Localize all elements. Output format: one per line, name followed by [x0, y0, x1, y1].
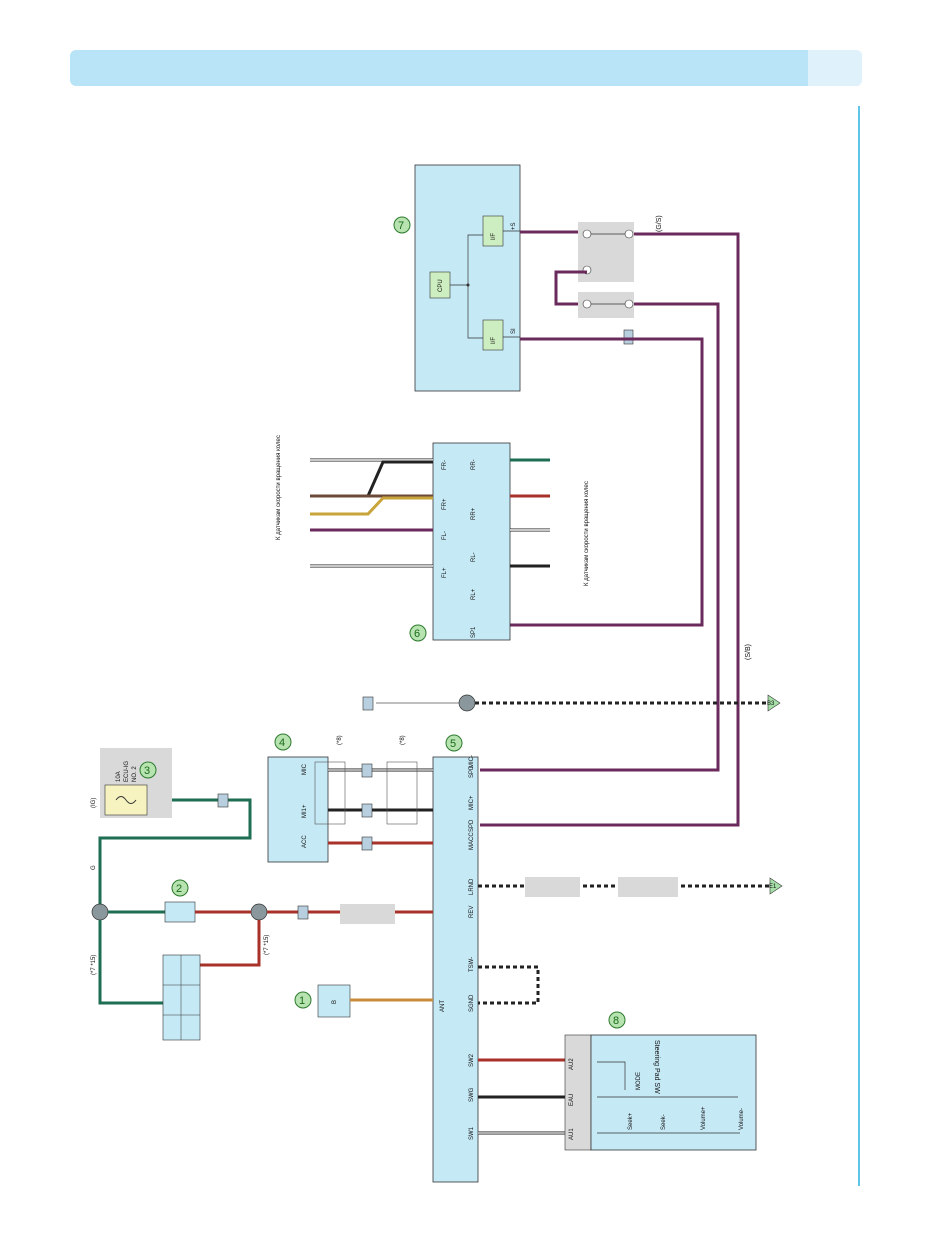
component-4-number: 4	[279, 737, 285, 749]
fuse-name: ECU-IG	[124, 761, 130, 782]
fuse-number: NO. 2	[132, 766, 138, 782]
connpin-eau: EAU	[569, 1094, 575, 1106]
steering-pad-title: Steering Pad SW	[653, 1040, 660, 1094]
pin-spd-2: SPD	[469, 765, 475, 778]
pin-mic-plus: MIC+	[469, 795, 475, 810]
pin-fl-plus: FL+	[442, 567, 448, 578]
component-4-box	[267, 756, 329, 863]
pin-fr-plus: FR+	[442, 498, 448, 510]
component-6-marker	[409, 624, 427, 642]
component-6-number: 6	[414, 628, 420, 640]
sensor-note-top: К датчикам скорости вращения колес	[276, 435, 282, 540]
component-2-number: 2	[176, 883, 182, 895]
pin-ant: ANT	[440, 1000, 446, 1012]
if-chip-bottom	[482, 319, 504, 351]
header-tab	[808, 50, 862, 86]
switch-volume-plus-label: Volume+	[701, 1106, 707, 1130]
splice-b3	[458, 694, 476, 712]
pin-sgnd: SGND	[469, 994, 475, 1012]
component-2-box	[164, 901, 196, 923]
pin-fl-minus: FL-	[442, 531, 448, 540]
pin-rr-minus: RR-	[471, 459, 477, 470]
connpin-au2: AU2	[569, 1058, 575, 1070]
pin-spd-1: SPD	[469, 819, 475, 832]
pin-tsw-minus: TSW-	[469, 957, 475, 972]
pin-plus-s: +S	[511, 222, 517, 230]
pin-mic-minus: MIC-	[469, 755, 475, 768]
component-7-marker	[393, 216, 411, 234]
pin-swg: SWG	[469, 1087, 475, 1102]
pin-rl-minus: RL-	[471, 552, 477, 562]
component-1-number: 1	[299, 995, 305, 1007]
label-g: G	[91, 865, 97, 870]
switch-volume-minus-label: Volume-	[739, 1108, 745, 1130]
pin-sw1: SW1	[469, 1126, 475, 1140]
component-1-marker	[294, 991, 312, 1009]
splice-left	[91, 903, 109, 921]
component-8-number: 8	[613, 1015, 619, 1027]
pin-acc: ACC	[302, 835, 308, 848]
if-label-top: I/F	[491, 233, 497, 240]
pin-sp1: SP1	[471, 626, 477, 638]
switch-seek-minus-label: Seek-	[661, 1114, 667, 1130]
note-7-15-b: (*7 *15)	[264, 935, 270, 955]
component-3-marker	[139, 761, 157, 779]
pin-fr-minus: FR-	[442, 460, 448, 470]
fuse-icon	[115, 796, 137, 804]
component-7-number: 7	[398, 220, 404, 232]
component-5-box	[432, 756, 479, 1183]
note-star8-a: (*8)	[337, 735, 343, 745]
component-3-number: 3	[144, 765, 150, 777]
label-sb: (S/B)	[745, 644, 752, 660]
component-6-box	[432, 442, 511, 641]
if-chip-top	[482, 215, 504, 247]
sensor-note-bottom: К датчикам скорости вращения колес	[584, 481, 590, 586]
pin-mi1-plus: MI1+	[302, 804, 308, 818]
if-label-bottom: I/F	[491, 337, 497, 344]
pin-sw2: SW2	[469, 1053, 475, 1067]
header-bar	[70, 50, 862, 86]
ground-b3-label: B3	[767, 701, 775, 707]
relay-block	[162, 954, 201, 1041]
splice-right	[250, 903, 268, 921]
pin-lrnd: LRND	[469, 878, 475, 895]
pin-rl-plus: RL+	[471, 588, 477, 600]
label-ig: (IG)	[91, 798, 97, 808]
component-8-connector	[564, 1034, 592, 1151]
ground-e1	[769, 877, 783, 895]
switch-mode-label: MODE	[636, 1072, 642, 1090]
component-8-box	[590, 1034, 757, 1151]
note-7-15-a: (*7 *15)	[91, 955, 97, 975]
component-5-marker	[445, 734, 463, 752]
component-5-number: 5	[450, 738, 456, 750]
component-2-marker	[171, 879, 189, 897]
ground-b3	[767, 694, 781, 712]
page-side-rule	[858, 106, 860, 1186]
cpu-label: CPU	[438, 279, 444, 292]
fuse-rating: 10A	[116, 771, 122, 782]
note-star8-b: (*8)	[400, 735, 406, 745]
switch-seek-plus-label: Seek+	[628, 1112, 634, 1130]
component-8-marker	[608, 1011, 626, 1029]
component-1-label: B	[332, 1000, 338, 1004]
pin-si: SI	[511, 328, 517, 334]
pin-macc: MACC	[469, 832, 475, 850]
ground-e1-label: E1	[769, 884, 777, 890]
label-gs-top: (G/S)	[656, 215, 663, 232]
component-4-marker	[274, 733, 292, 751]
pin-rr-plus: RR+	[471, 507, 477, 520]
pin-mic: MIC	[302, 763, 308, 775]
connpin-au1: AU1	[569, 1128, 575, 1140]
pin-rev: REV	[469, 906, 475, 918]
